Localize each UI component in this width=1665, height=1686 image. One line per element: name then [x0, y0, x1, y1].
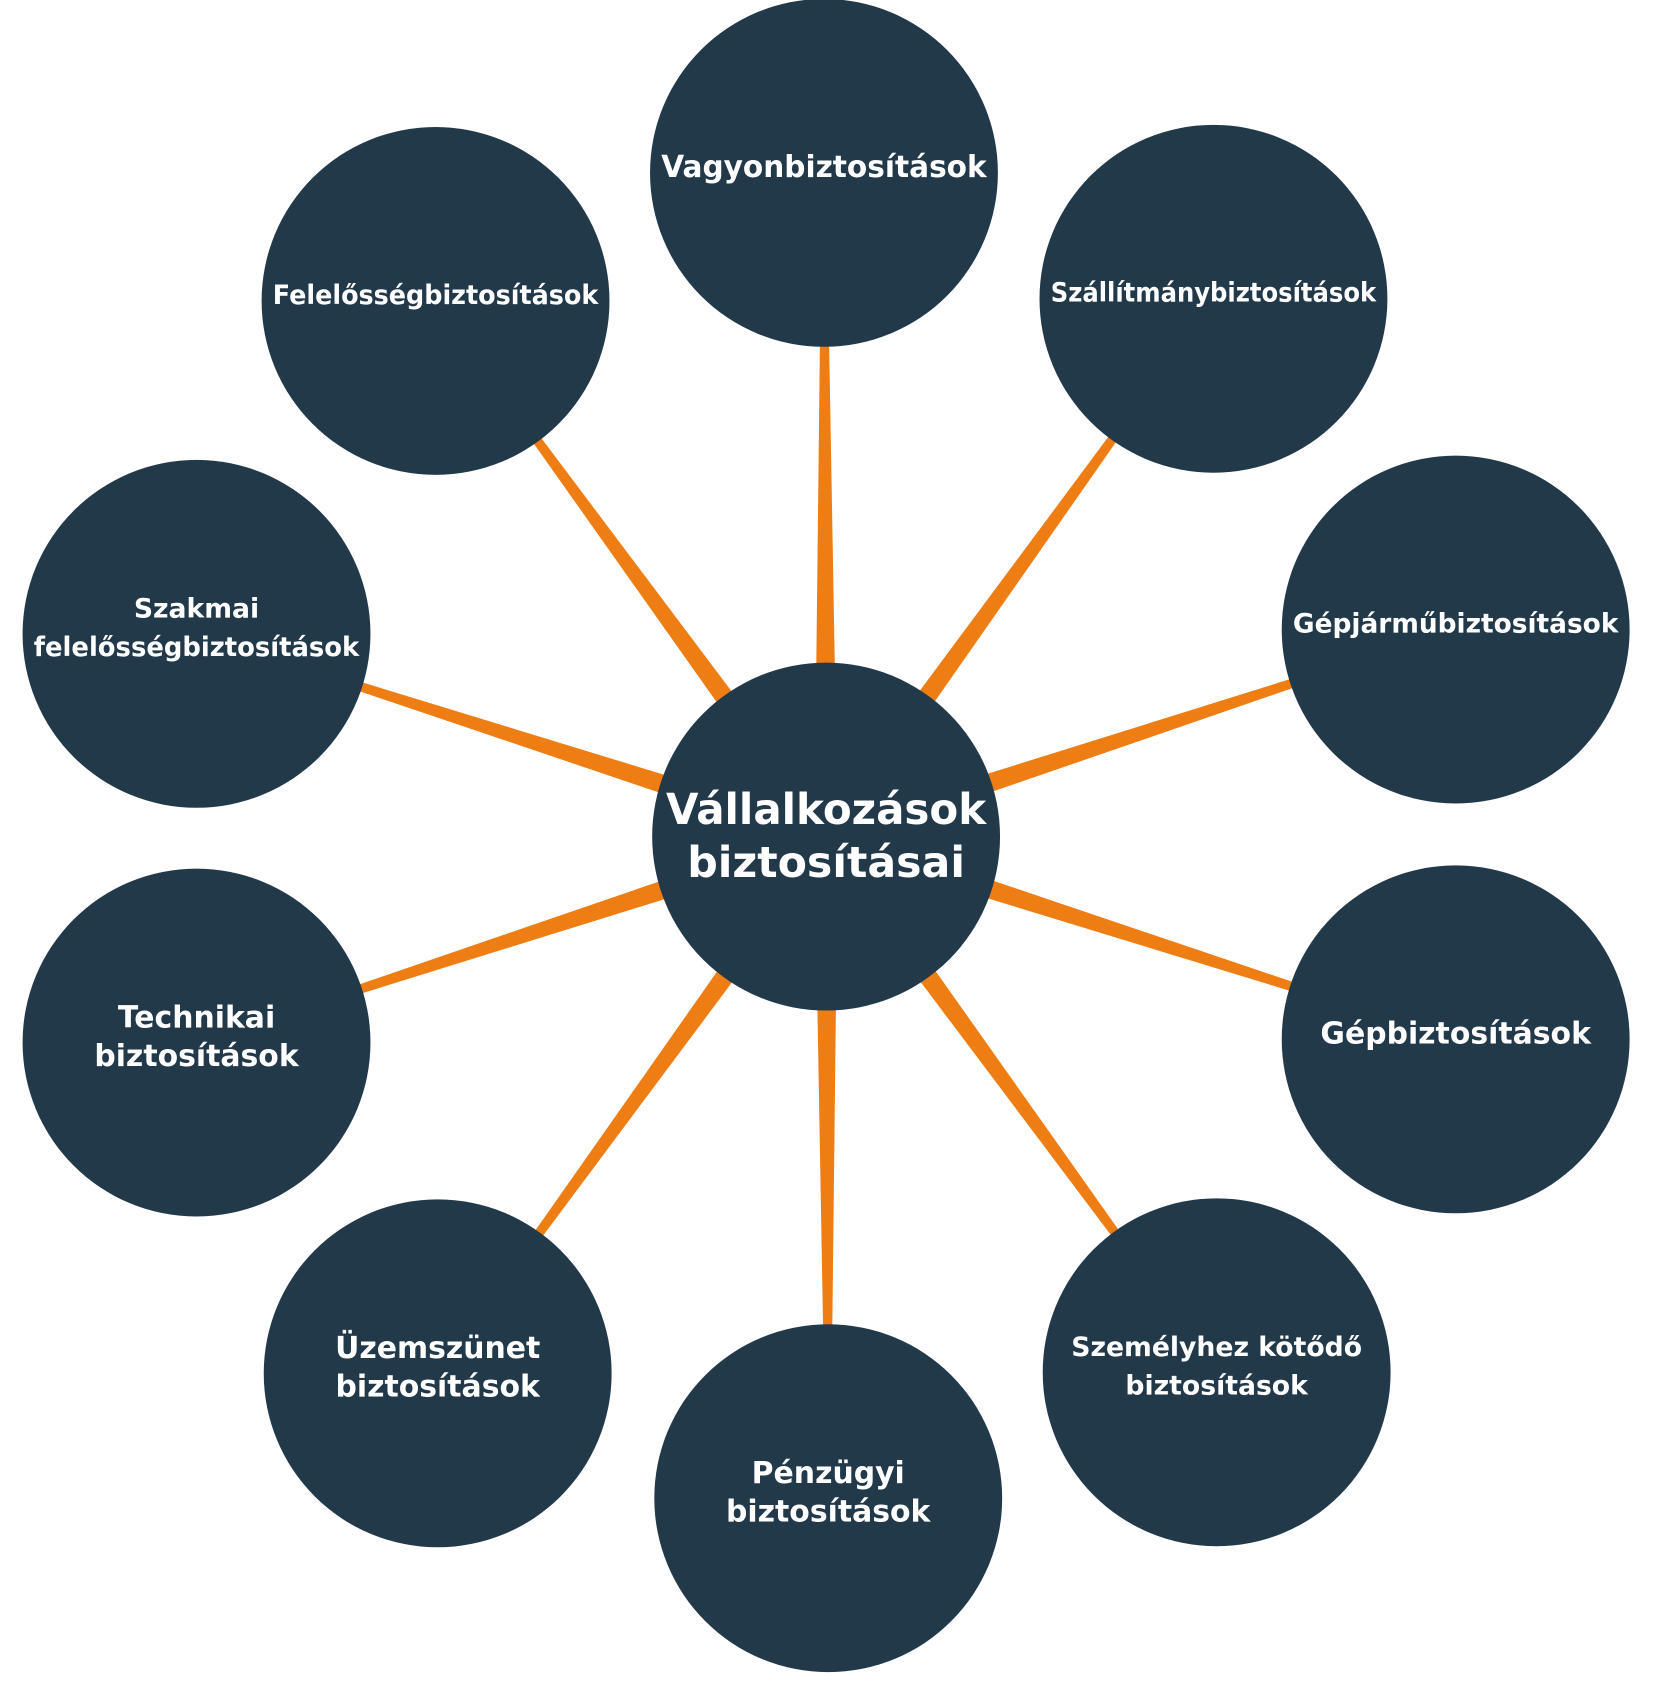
node-circle [1281, 455, 1630, 804]
node-label: felelősségbiztosítások [34, 632, 361, 663]
node-label: biztosítások [94, 1039, 299, 1074]
node-szakmai: Szakmai felelősségbiztosítások [22, 459, 371, 808]
node-gepjarmu: Gépjárműbiztosítások [1281, 455, 1630, 804]
center-title-line-2: biztosításai [687, 838, 965, 888]
node-label: biztosítások [726, 1494, 931, 1529]
node-circle [261, 126, 610, 475]
node-gep: Gépbiztosítások [1281, 865, 1630, 1214]
node-circle [22, 459, 371, 808]
center-title-line-1: Vállalkozások [666, 785, 988, 835]
center-node: Vállalkozások biztosításai [652, 662, 1001, 1011]
node-vagyon: Vagyonbiztosítások [650, 0, 998, 347]
node-label: Technikai [118, 1000, 275, 1035]
node-label: Üzemszünet [335, 1329, 540, 1366]
node-label: Vagyonbiztosítások [661, 150, 988, 185]
node-label: Gépjárműbiztosítások [1293, 609, 1620, 640]
node-label: biztosítások [335, 1370, 540, 1405]
node-label: Gépbiztosítások [1320, 1016, 1592, 1051]
node-felelosseg: Felelősségbiztosítások [261, 126, 610, 475]
node-label: Szállítmánybiztosítások [1051, 278, 1378, 309]
node-circle [263, 1199, 612, 1548]
node-circle [1042, 1198, 1391, 1547]
node-label: Szakmai [134, 594, 259, 625]
node-szallitmany: Szállítmánybiztosítások [1039, 124, 1388, 473]
node-circle [1039, 124, 1388, 473]
nodes: VagyonbiztosításokSzállítmánybiztosításo… [22, 0, 1630, 1673]
node-circle [654, 1324, 1003, 1673]
node-label: Felelősségbiztosítások [273, 280, 600, 311]
node-szemelyhez: Személyhez kötődő biztosítások [1042, 1198, 1391, 1547]
center-circle [652, 662, 1001, 1011]
node-label: Pénzügyi [752, 1456, 905, 1491]
node-label: Személyhez kötődő [1071, 1332, 1362, 1363]
node-circle [22, 868, 371, 1217]
node-uzemszunet: Üzemszünet biztosítások [263, 1199, 612, 1548]
node-technikai: Technikai biztosítások [22, 868, 371, 1217]
node-label: biztosítások [1125, 1370, 1309, 1401]
node-circle [650, 0, 998, 347]
node-circle [1281, 865, 1630, 1214]
